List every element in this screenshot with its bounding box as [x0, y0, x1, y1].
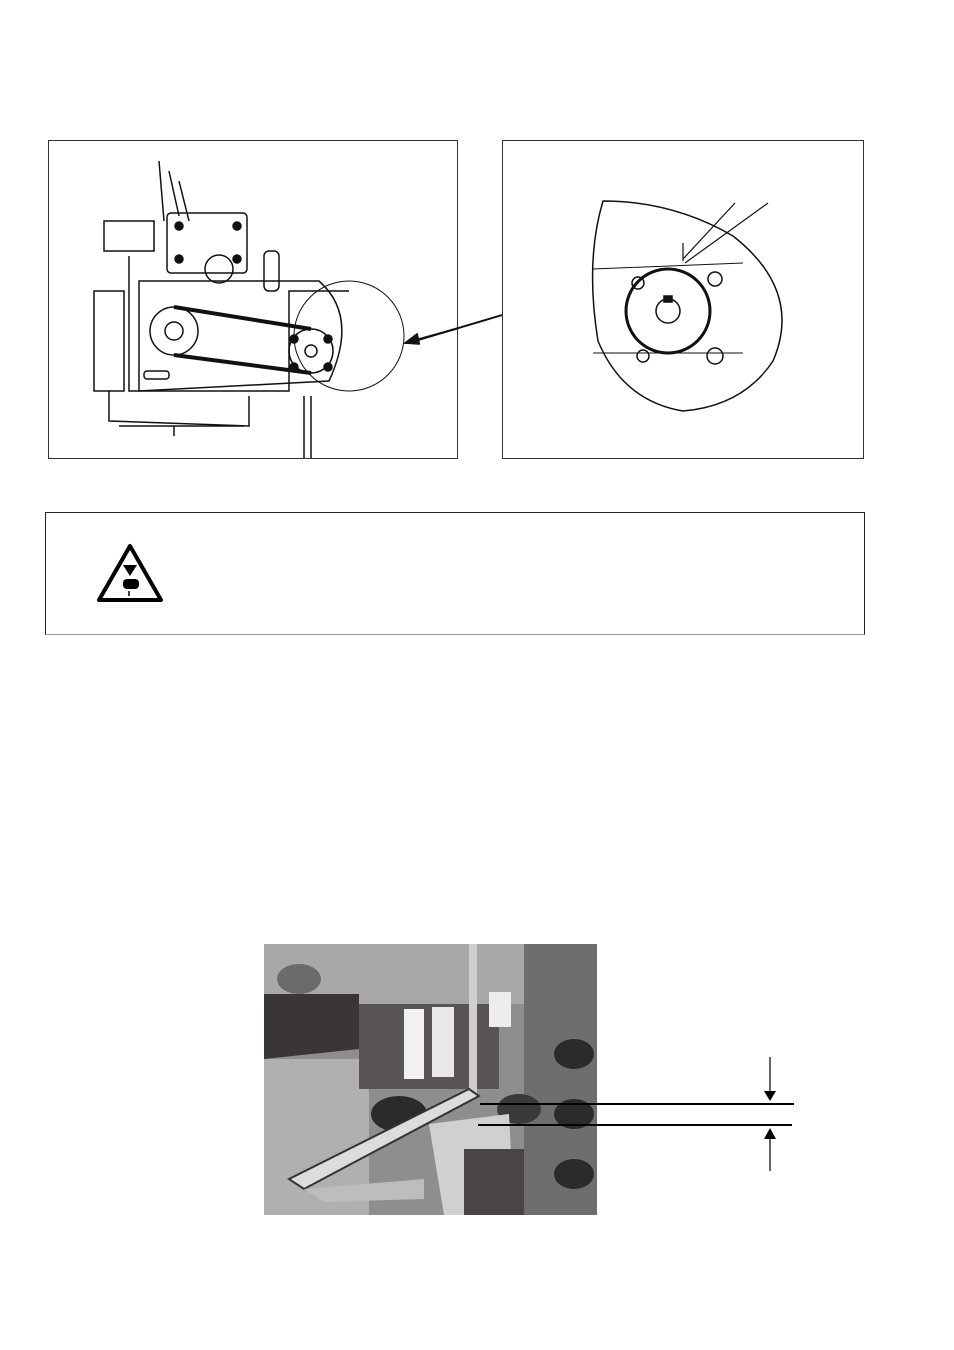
machine-side-view-figure	[48, 140, 458, 459]
needle-and-looper-photo-icon	[264, 944, 597, 1215]
needle-looper-photo	[264, 944, 597, 1215]
hand-injury-warning-icon	[97, 544, 163, 602]
arrow-up-icon	[764, 1128, 776, 1139]
sewing-machine-drawing-icon	[93, 160, 457, 458]
pulley-detail-figure	[502, 140, 864, 459]
caution-box	[45, 512, 865, 635]
gap-dimension-indicator	[478, 1057, 794, 1171]
arrow-down-icon	[764, 1091, 776, 1101]
pulley-detail-drawing-icon	[591, 200, 783, 412]
